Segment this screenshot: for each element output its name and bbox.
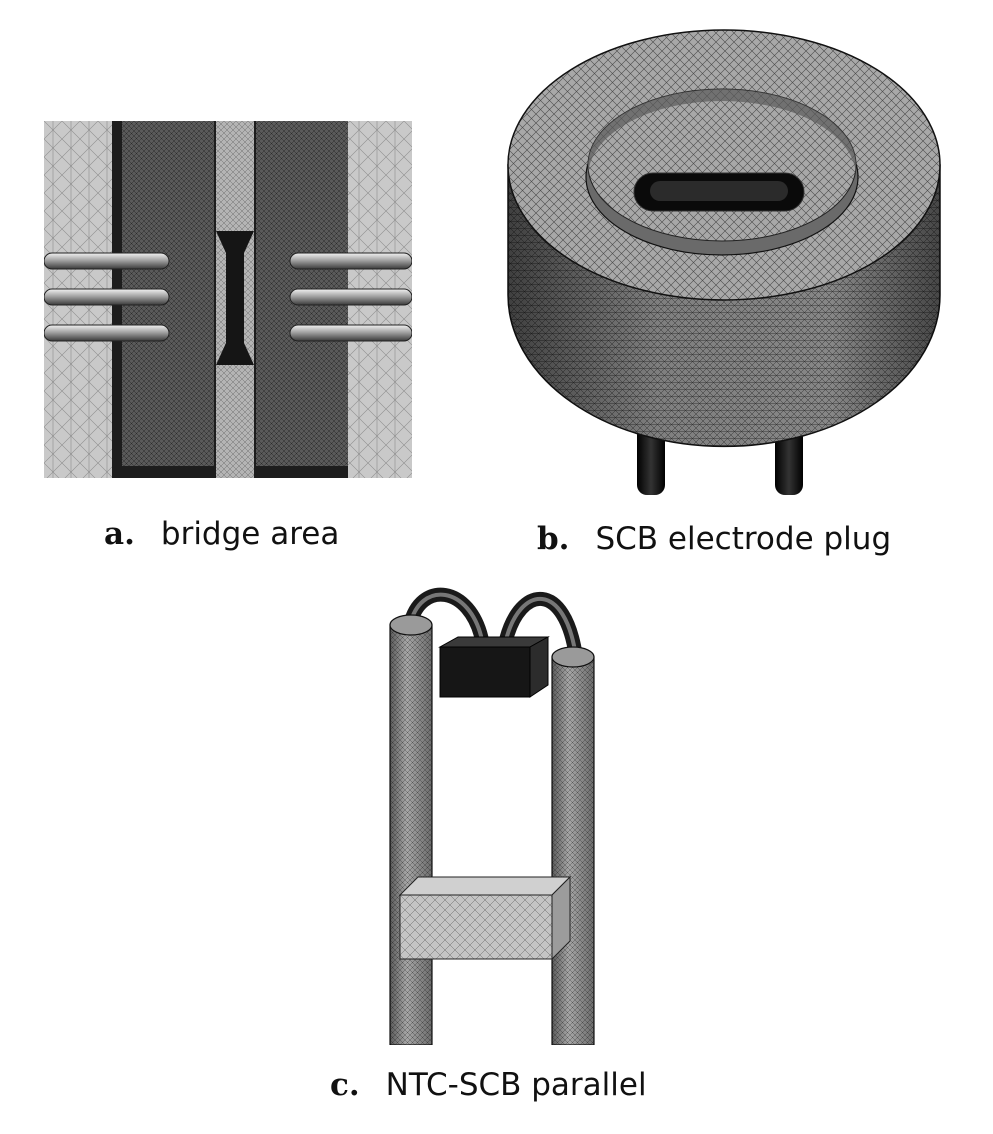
caption-c-label: NTC-SCB parallel xyxy=(385,1067,647,1103)
panel-a-bridge-area xyxy=(44,121,412,478)
caption-a-label: bridge area xyxy=(160,516,340,552)
caption-c: c. NTC-SCB parallel xyxy=(330,1067,647,1103)
ntc-scb-mesh-image xyxy=(389,587,595,1045)
caption-c-letter: c. xyxy=(330,1067,360,1103)
scb-chip-block xyxy=(438,636,550,698)
electrode-plug-mesh-image xyxy=(507,29,941,495)
bridge-area-mesh-image xyxy=(44,121,412,478)
panel-c-ntc-scb-parallel xyxy=(380,585,610,1045)
panel-b-electrode-plug xyxy=(500,15,952,500)
caption-b: b. SCB electrode plug xyxy=(537,521,891,557)
ntc-bridge-block xyxy=(398,875,572,961)
caption-a: a. bridge area xyxy=(104,516,339,552)
caption-b-label: SCB electrode plug xyxy=(595,521,892,557)
tube-left-1 xyxy=(44,252,170,342)
caption-b-letter: b. xyxy=(537,521,570,557)
tube-right-1 xyxy=(289,252,412,342)
caption-a-letter: a. xyxy=(104,516,135,552)
